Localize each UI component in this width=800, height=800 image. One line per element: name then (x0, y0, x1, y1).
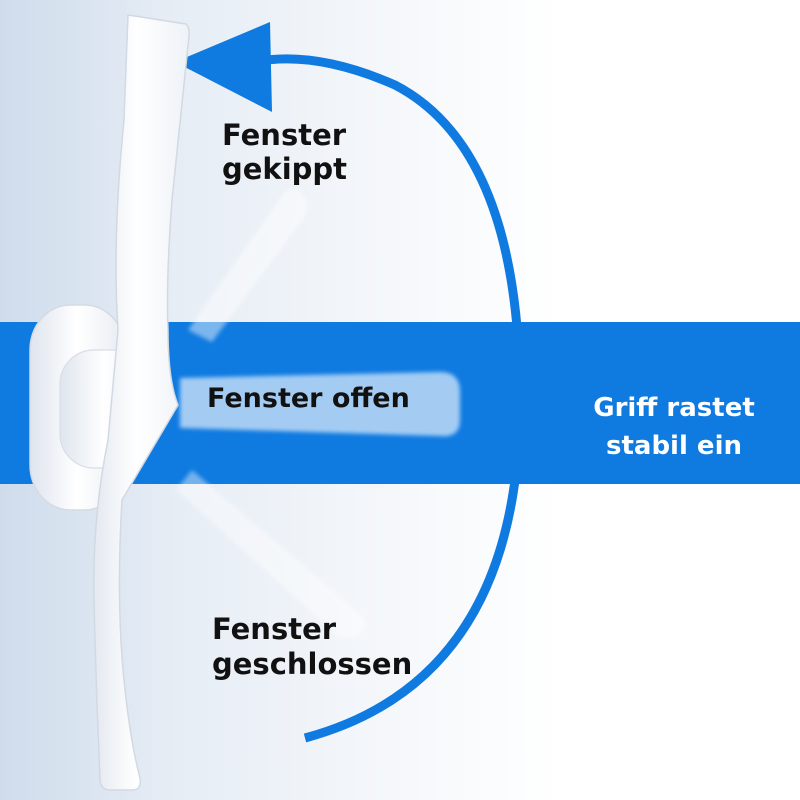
ghost-handle-tilted (188, 188, 308, 342)
ghost-handle-lower (176, 470, 366, 640)
arrow-head (175, 22, 272, 112)
label-window-closed-line2: geschlossen (212, 647, 413, 681)
label-handle-snaps-line2: stabil ein (606, 431, 742, 461)
handle-lever (93, 14, 190, 791)
label-handle-snaps: Griff rastet stabil ein (568, 389, 780, 465)
label-window-tilted-line1: Fenster (222, 118, 347, 152)
label-window-closed-line1: Fenster (212, 612, 337, 646)
ghost-handle-open (180, 372, 460, 437)
label-handle-snaps-line1: Griff rastet (593, 393, 755, 423)
label-window-tilted-line2: gekippt (222, 152, 348, 186)
rotation-arrow-icon (254, 54, 525, 743)
label-window-open: Fenster offen (207, 383, 410, 414)
label-window-tilted: Fenster gekippt (222, 118, 347, 186)
label-window-closed: Fenster geschlossen (212, 612, 412, 682)
